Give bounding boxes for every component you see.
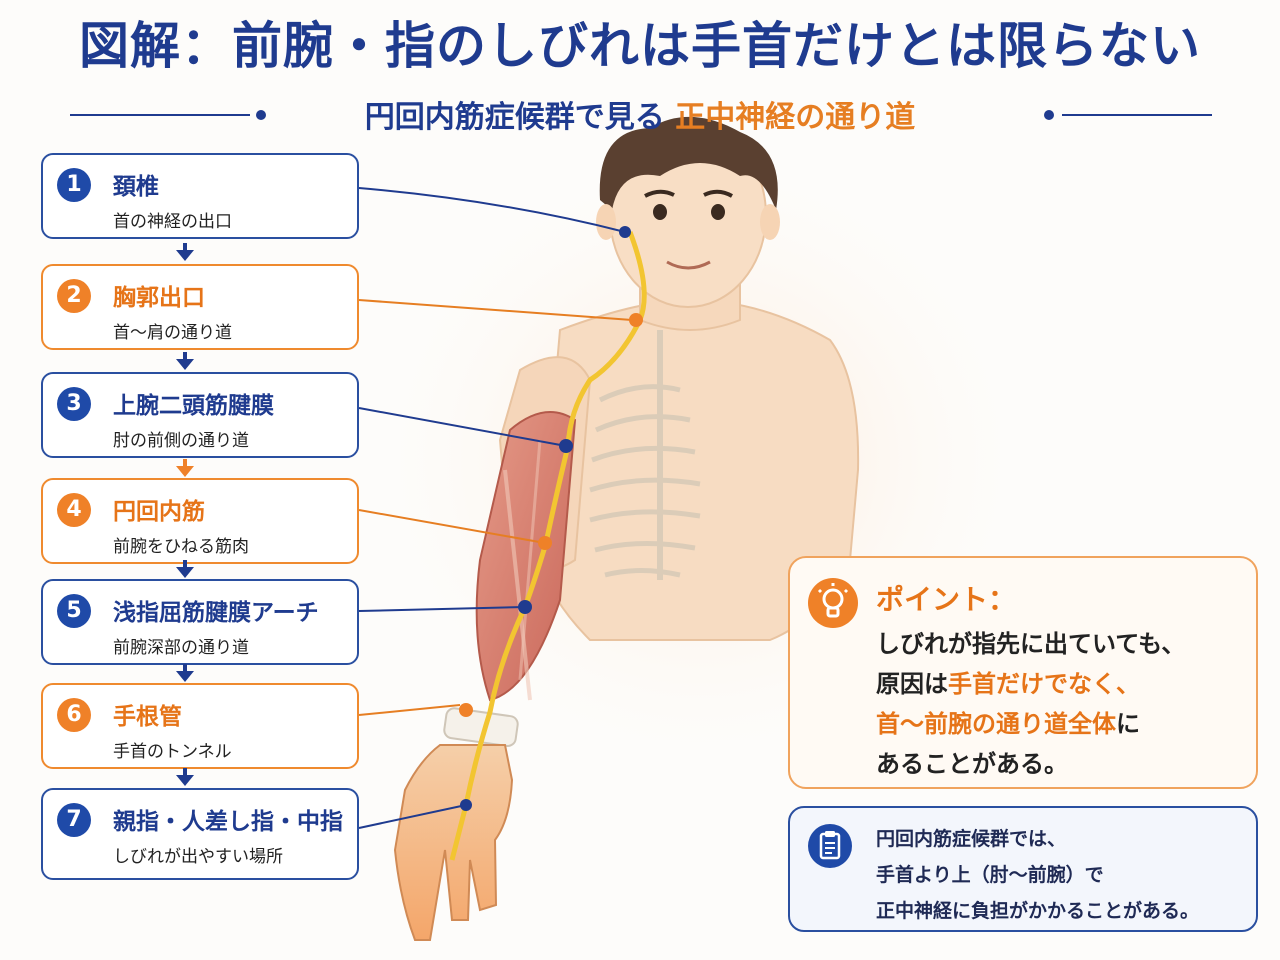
step-number: 1 [57, 168, 91, 202]
step-number: 5 [57, 594, 91, 628]
point-text: しびれが指先に出ていても、 [876, 630, 1186, 658]
step-label: 上腕二頭筋腱膜 [113, 393, 274, 419]
step-2: 2 胸郭出口 首～肩の通り道 [41, 264, 359, 350]
point-line-4: あることがある。 [876, 744, 1068, 779]
point-text: あることがある。 [876, 750, 1068, 778]
arrow-stem [183, 352, 187, 360]
arrow-stem [183, 664, 187, 672]
point-highlight: 首～前腕の通り道全体 [876, 710, 1116, 738]
arrow-stem [183, 243, 187, 251]
note-line-3: 正中神経に負担がかかることがある。 [876, 900, 1200, 922]
subtitle: 円回内筋症候群で見る 正中神経の通り道 [0, 92, 1280, 136]
step-desc: 前腕深部の通り道 [113, 638, 249, 658]
note-line-2: 手首より上（肘～前腕）で [876, 864, 1104, 886]
down-arrow-icon [176, 567, 194, 578]
step-label: 親指・人差し指・中指 [113, 809, 343, 835]
step-desc: 肘の前側の通り道 [113, 431, 249, 451]
subtitle-dot-right [1044, 110, 1054, 120]
step-label: 胸郭出口 [113, 285, 205, 311]
step-label: 頚椎 [113, 174, 159, 200]
point-box: ポイント： しびれが指先に出ていても、 原因は手首だけでなく、 首～前腕の通り道… [788, 556, 1258, 789]
step-1: 1 頚椎 首の神経の出口 [41, 153, 359, 239]
point-text: に [1116, 710, 1140, 738]
down-arrow-icon [176, 250, 194, 261]
step-desc: しびれが出やすい場所 [113, 847, 283, 867]
subtitle-rule-right [1062, 114, 1212, 116]
note-box: 円回内筋症候群では、 手首より上（肘～前腕）で 正中神経に負担がかかることがある… [788, 806, 1258, 932]
step-desc: 手首のトンネル [113, 742, 232, 762]
step-5: 5 浅指屈筋腱膜アーチ 前腕深部の通り道 [41, 579, 359, 665]
subtitle-rule-left [70, 114, 250, 116]
step-6: 6 手根管 手首のトンネル [41, 683, 359, 769]
arrow-stem [183, 560, 187, 568]
subtitle-dot-left [256, 110, 266, 120]
step-number: 2 [57, 279, 91, 313]
subtitle-prefix: 円回内筋症候群で見る [364, 100, 665, 135]
step-number: 4 [57, 493, 91, 527]
down-arrow-icon [176, 466, 194, 477]
subtitle-highlight: 正中神経の通り道 [675, 100, 916, 135]
step-number: 3 [57, 387, 91, 421]
point-line-2: 原因は手首だけでなく、 [876, 664, 1140, 699]
step-label: 円回内筋 [113, 499, 205, 525]
forearm-muscle [475, 411, 577, 702]
step-7: 7 親指・人差し指・中指 しびれが出やすい場所 [41, 788, 359, 880]
hair [599, 116, 778, 210]
down-arrow-icon [176, 359, 194, 370]
step-number: 6 [57, 698, 91, 732]
arrow-stem [183, 459, 187, 467]
hand [393, 744, 514, 941]
down-arrow-icon [176, 775, 194, 786]
clipboard-icon [808, 824, 852, 868]
step-desc: 前腕をひねる筋肉 [113, 537, 249, 557]
step-desc: 首の神経の出口 [113, 212, 232, 232]
step-number: 7 [57, 803, 91, 837]
point-title: ポイント： [876, 583, 1017, 616]
point-line-1: しびれが指先に出ていても、 [876, 624, 1185, 659]
down-arrow-icon [176, 671, 194, 682]
page-title: 図解：前腕・指のしびれは手首だけとは限らない [79, 17, 1201, 75]
ribcage [589, 330, 701, 580]
step-4: 4 円回内筋 前腕をひねる筋肉 [41, 478, 359, 564]
note-line-1: 円回内筋症候群では、 [876, 828, 1067, 850]
arrow-stem [183, 768, 187, 776]
step-label: 手根管 [113, 704, 182, 730]
step-3: 3 上腕二頭筋腱膜 肘の前側の通り道 [41, 372, 359, 458]
point-text: 原因は [876, 670, 948, 698]
point-highlight: 手首だけでなく、 [948, 670, 1140, 698]
step-label: 浅指屈筋腱膜アーチ [113, 600, 319, 626]
step-desc: 首～肩の通り道 [113, 323, 232, 343]
point-line-3: 首～前腕の通り道全体に [876, 704, 1140, 739]
median-nerve [449, 231, 647, 861]
lightbulb-icon [808, 578, 858, 628]
